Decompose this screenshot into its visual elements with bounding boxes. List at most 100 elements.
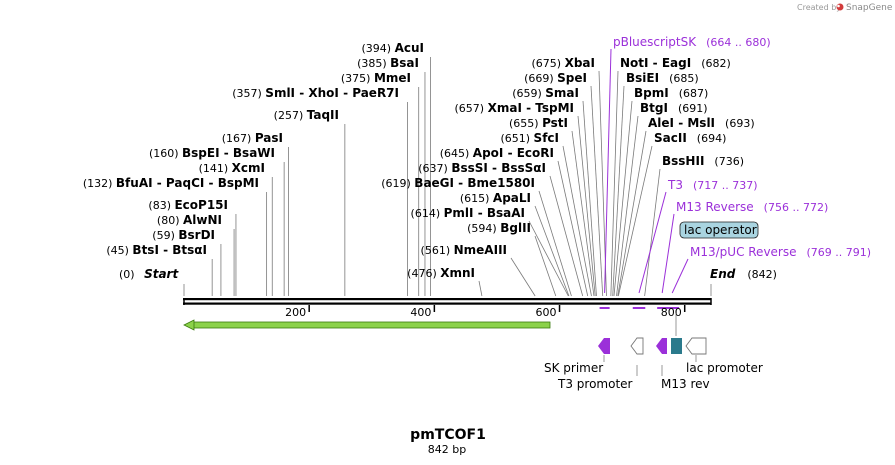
site-baegi[interactable]: (619) BaeGI - Bme1580I	[381, 176, 535, 190]
site-bspei[interactable]: (160) BspEI - BsaWI	[149, 146, 275, 160]
svg-text:(659) SmaI: (659) SmaI	[512, 86, 579, 100]
site-alei[interactable]: AleI - MslI(693)	[648, 116, 755, 130]
site-alwni[interactable]: (80) AlwNI	[157, 213, 222, 227]
enzyme-name: BspMI	[218, 176, 259, 190]
site-bpmi[interactable]: BpmI(687)	[634, 86, 708, 100]
site-position: (257)	[274, 109, 307, 122]
primer-leader	[671, 258, 689, 294]
site-btgi[interactable]: BtgI(691)	[640, 101, 708, 115]
primer-leader	[638, 191, 667, 294]
enzyme-name: BaeGI	[414, 176, 454, 190]
site-psti[interactable]: (655) PstI	[509, 116, 568, 130]
site-line-xmai	[577, 115, 596, 297]
svg-text:AleI - MslI(693): AleI - MslI(693)	[648, 116, 755, 130]
enzyme-name: BssSαI	[501, 161, 546, 175]
site-mmei[interactable]: (375) MmeI	[341, 71, 411, 85]
site-btsi[interactable]: (45) BtsI - BtsαI	[106, 243, 207, 257]
site-apoi[interactable]: (645) ApoI - EcoRI	[440, 146, 554, 160]
enzyme-name: NotI	[620, 56, 649, 70]
site-xmni[interactable]: (476) XmnI	[407, 266, 475, 280]
site-xmai[interactable]: (657) XmaI - TspMI	[455, 101, 574, 115]
site-bsai[interactable]: (385) BsaI	[357, 56, 419, 70]
enzyme-name: SmlI	[265, 86, 295, 100]
site-xcmi[interactable]: (141) XcmI	[199, 161, 265, 175]
credit-text: Created by	[797, 3, 841, 12]
svg-text:(141) XcmI: (141) XcmI	[199, 161, 265, 175]
svg-text:M13 Reverse(756 .. 772): M13 Reverse(756 .. 772)	[676, 200, 828, 214]
enzyme-name: EcoP15I	[174, 198, 228, 212]
enzyme-name: BspEI	[182, 146, 220, 160]
svg-text:(655) PstI: (655) PstI	[509, 116, 568, 130]
site-bsiei[interactable]: BsiEI(685)	[626, 71, 699, 85]
site-smai[interactable]: (659) SmaI	[512, 86, 579, 100]
site-bfuai[interactable]: (132) BfuAI - PaqCI - BspMI	[83, 176, 259, 190]
t3-promoter-arrow	[630, 337, 644, 355]
svg-text:(132) BfuAI - PaqCI - BspMI: (132) BfuAI - PaqCI - BspMI	[83, 176, 259, 190]
site-bsshii[interactable]: BssHII(736)	[662, 154, 744, 168]
site-acui[interactable]: (394) AcuI	[362, 41, 425, 55]
site-noti[interactable]: NotI - EagI(682)	[620, 56, 731, 70]
site-position: (375)	[341, 72, 374, 85]
lac-operator-label: lac operator	[684, 223, 757, 237]
site-pasi[interactable]: (167) PasI	[222, 131, 283, 145]
site-position: (651)	[500, 132, 533, 145]
primer-m13-reverse[interactable]: M13 Reverse(756 .. 772)	[657, 200, 828, 309]
enzyme-name: Bme1580I	[467, 176, 535, 190]
primer-t3[interactable]: T3(717 .. 737)	[632, 178, 758, 309]
enzyme-name: SmaI	[545, 86, 579, 100]
svg-text:NotI - EagI(682): NotI - EagI(682)	[620, 56, 731, 70]
svg-text:(645) ApoI - EcoRI: (645) ApoI - EcoRI	[440, 146, 554, 160]
site-bglii[interactable]: (594) BglII	[467, 221, 531, 235]
site-position: (685)	[669, 72, 699, 85]
primer-range: (769 .. 791)	[807, 246, 872, 259]
svg-text:(167) PasI: (167) PasI	[222, 131, 283, 145]
plasmid-name: pmTCOF1	[410, 427, 486, 443]
site-sacii[interactable]: SacII(694)	[654, 131, 726, 145]
enzyme-name: PaeR7I	[352, 86, 399, 100]
site-bsrdi[interactable]: (59) BsrDI	[152, 228, 215, 242]
svg-text:End(842): End(842)	[710, 267, 777, 281]
enzyme-name: AleI	[648, 116, 674, 130]
svg-text:(594) BglII: (594) BglII	[467, 221, 531, 235]
site-position: (637)	[418, 162, 451, 175]
primer-pbluescriptsk[interactable]: pBluescriptSK(664 .. 680)	[599, 35, 771, 309]
enzyme-name: XcmI	[232, 161, 265, 175]
site-apali[interactable]: (615) ApaLI	[460, 191, 531, 205]
svg-text:(394) AcuI: (394) AcuI	[362, 41, 425, 55]
primer-leader	[661, 213, 675, 294]
site-xbai[interactable]: (675) XbaI	[532, 56, 595, 70]
orf-arrow	[183, 319, 551, 331]
site-line-pmli	[528, 220, 569, 297]
site-pmli[interactable]: (614) PmlI - BsaAI	[411, 206, 525, 220]
enzyme-name: EagI	[662, 56, 691, 70]
site-position: (693)	[725, 117, 755, 130]
enzyme-name: PmlI	[444, 206, 474, 220]
site-position: (619)	[381, 177, 414, 190]
enzyme-name: BsaWI	[233, 146, 275, 160]
site-position: (655)	[509, 117, 542, 130]
primer-name: pBluescriptSK	[613, 35, 697, 49]
site-position: (132)	[83, 177, 116, 190]
site-position: (675)	[532, 57, 565, 70]
site-spei[interactable]: (669) SpeI	[524, 71, 587, 85]
site-smli[interactable]: (357) SmlI - XhoI - PaeR7I	[232, 86, 399, 100]
site-ecop15i[interactable]: (83) EcoP15I	[148, 198, 228, 212]
site-position: (657)	[455, 102, 488, 115]
enzyme-name: MmeI	[374, 71, 411, 85]
enzyme-name: EcoRI	[517, 146, 554, 160]
lac-operator-badge: lac operator	[679, 221, 759, 239]
site-position: (645)	[440, 147, 473, 160]
site-bsssi[interactable]: (637) BssSI - BssSαI	[418, 161, 546, 175]
site-line-bsssi	[549, 175, 584, 297]
site-taqii[interactable]: (257) TaqII	[274, 108, 339, 122]
site-nmeaiii[interactable]: (561) NmeAIII	[421, 243, 507, 257]
site-line-alei	[617, 130, 647, 297]
enzyme-name: BsaI	[390, 56, 419, 70]
primer-name: M13 Reverse	[676, 200, 754, 214]
svg-text:BpmI(687): BpmI(687)	[634, 86, 708, 100]
primer-m13-puc-reverse[interactable]: M13/pUC Reverse(769 .. 791)	[665, 245, 872, 309]
site-sfci[interactable]: (651) SfcI	[500, 131, 559, 145]
enzyme-name: ApoI	[473, 146, 504, 160]
site-position: (594)	[467, 222, 500, 235]
